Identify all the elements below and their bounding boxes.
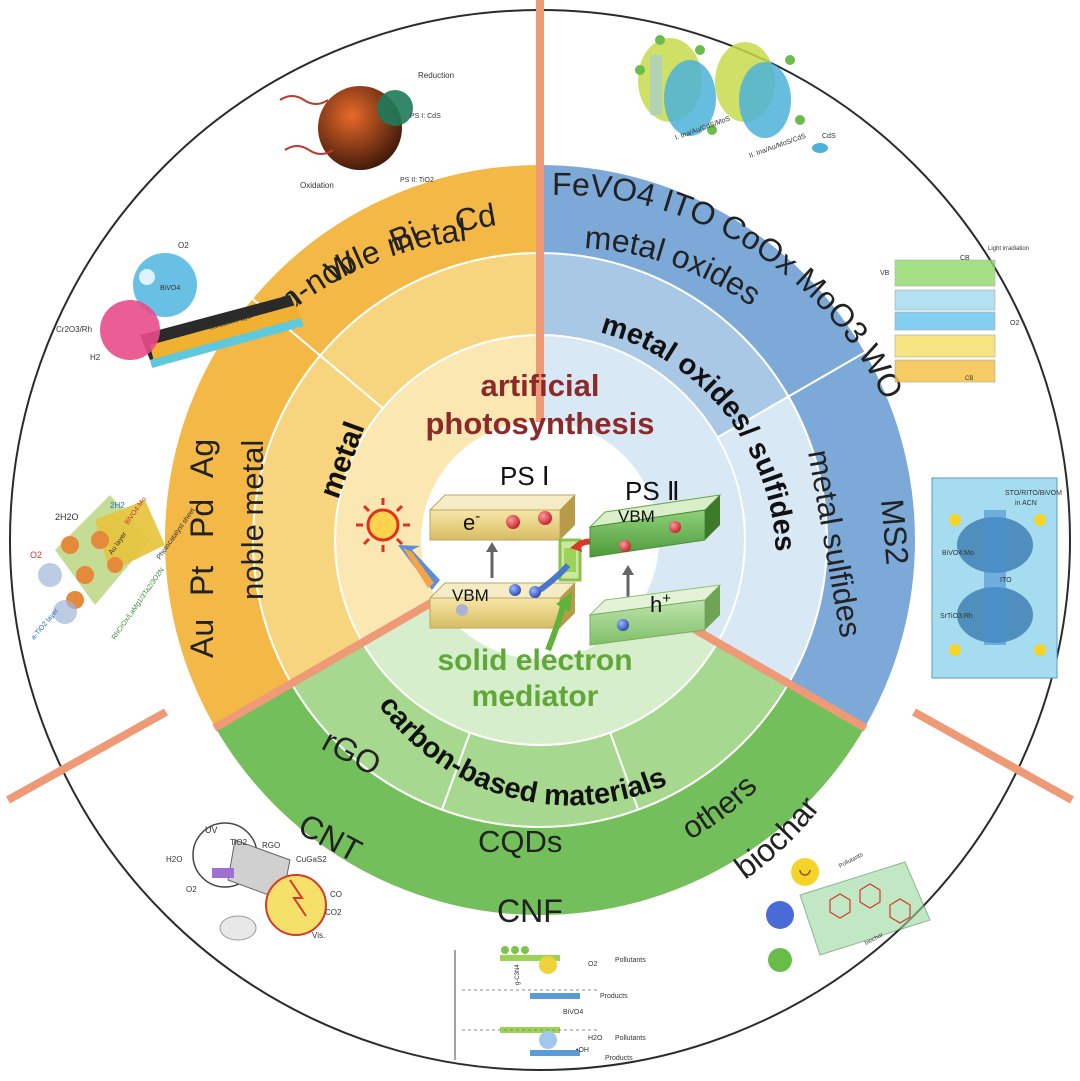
thumb-label: PS I: CdS (410, 113, 441, 120)
example-ag: Ag (184, 439, 220, 478)
thumbnail-top-right: I. Ina/Au/CdS/MoS II. Ina/Au/MoS/CdS CdS (635, 35, 836, 160)
thumb-label: g-C3N4 (515, 964, 521, 985)
excitation-arrow-head (486, 542, 498, 552)
thumb-label: Products (605, 1055, 633, 1062)
thumb-label: H2 (90, 353, 101, 362)
divider-left (6, 708, 168, 804)
thumb-label: •OH (576, 1047, 589, 1054)
thumb-label: O2 (178, 241, 189, 250)
thumb-label: ITO (1000, 577, 1012, 584)
thumb-label: PS II: TiO2 (400, 177, 434, 184)
example-pt: Pt (184, 566, 220, 596)
thumb-label: CB (960, 255, 970, 262)
ps2-conduction-slab (588, 584, 722, 646)
thumb-label: SrTiO3:Rh (940, 613, 973, 620)
thumb-label: RGO (262, 841, 280, 850)
ps1-valence-slab (428, 582, 577, 629)
thumb-label: CdS (822, 133, 836, 140)
thumb-label: O2 (186, 885, 197, 894)
thumb-label: Light irradiation (988, 246, 1029, 252)
thumb-label: H2O (166, 855, 182, 864)
example-pd: Pd (184, 499, 220, 538)
electron-transfer-arrow-blue (538, 563, 571, 593)
thumb-label: TiO2 (230, 838, 248, 847)
ps2-particle (669, 521, 681, 533)
thumbnail-bottom-left: UV TiO2 RGO CuGaS2 H2O O2 CO CO2 Vis. (166, 822, 342, 941)
mediator-line-2: mediator (472, 680, 599, 713)
thumb-label: Reduction (418, 71, 454, 80)
thumb-label: Vis. (312, 931, 325, 940)
thumb-label: VB (880, 270, 890, 277)
thumb-label: Oxidation (300, 181, 334, 190)
electron-particle (506, 515, 520, 529)
ps2-excitation-arrow-head (622, 565, 634, 575)
thumb-label: O2 (30, 550, 42, 560)
thumb-label: 2H2 (110, 501, 125, 510)
central-scheme: artificial photosynthesis PS Ⅰ PS Ⅱ e- V… (356, 368, 722, 713)
ps1-label: PS Ⅰ (500, 461, 550, 491)
thumb-label: Pollutants (615, 957, 646, 964)
thumb-label: O2 (588, 961, 597, 968)
ps2-label: PS Ⅱ (625, 476, 680, 506)
thumb-label: UV (205, 825, 218, 835)
mediator-pointer-arrow-head (556, 592, 572, 612)
thumb-label: CO (330, 890, 342, 899)
thumbnail-right-upper: VB CB Light irradiation O2 CB (880, 246, 1029, 383)
thumb-label: Cr2O3/Rh (56, 325, 92, 334)
ps1-conduction-slab (428, 494, 577, 541)
example-au: Au (184, 619, 220, 658)
ms2-label: MS2 (874, 497, 916, 566)
electron-label: e- (463, 508, 480, 535)
thumb-label: CuGaS2 (296, 855, 327, 864)
thumb-label: STO/RITO/BiVOM (1005, 490, 1062, 497)
thumb-label: Products (600, 993, 628, 1000)
ps2-particle (619, 540, 631, 552)
hole-particle (529, 586, 541, 598)
thumb-label: CB (965, 376, 973, 382)
carbon-inner-cqds: CQDs (478, 824, 562, 859)
sun-icon (356, 498, 410, 552)
divider-right (912, 708, 1074, 804)
title-line-1: artificial (481, 368, 600, 403)
carbon-outer-cnf: CNF (497, 893, 563, 929)
thumbnail-bottom-center: O2 Pollutants Products BiVO4 H2O •OH Pol… (454, 946, 646, 1062)
thumbnail-upper-left: O2 H2 Cr2O3/Rh BiVO4 Conductive layer (56, 241, 304, 368)
carbon-outer-ring (213, 682, 867, 917)
thumb-label: BiVO4:Mo (942, 550, 974, 557)
thumb-label: O2 (1010, 320, 1019, 327)
example-cd: Cd (452, 196, 499, 239)
electron-particle (538, 511, 552, 525)
mediator-line-1: solid electron (437, 644, 632, 677)
thumb-label: BiVO4 (160, 285, 180, 292)
thumb-label: Pollutants (615, 1035, 646, 1042)
ps2-hole-particle (617, 619, 629, 631)
vbm-left-label: VBM (452, 586, 489, 605)
vbm-right-label: VBM (618, 507, 655, 526)
noble-examples: Au Pt Pd Ag (184, 439, 220, 658)
hole-label: h+ (650, 590, 671, 617)
divider-lines (6, 0, 1074, 804)
thumb-label: H2O (588, 1035, 603, 1042)
electron-transfer-arrow-red-head (570, 540, 582, 552)
thumb-label: BiVO4 (563, 1009, 583, 1016)
thumbnail-top-left: Reduction Oxidation PS I: CdS PS II: TiO… (279, 71, 454, 190)
thumbnail-right: STO/RITO/BiVOM in ACN ITO SrTiO3:Rh BiVO… (931, 477, 1062, 679)
thumb-label: 2H2O (55, 512, 79, 522)
sector-divider-left (212, 595, 440, 732)
hole-particle (456, 604, 468, 616)
light-beam-icon (403, 548, 434, 588)
noble-metal-label: noble metal (235, 440, 270, 600)
thumb-label: CO2 (325, 908, 342, 917)
hole-particle (509, 584, 521, 596)
thumb-label: in ACN (1015, 500, 1037, 507)
title-line-2: photosynthesis (425, 406, 654, 441)
